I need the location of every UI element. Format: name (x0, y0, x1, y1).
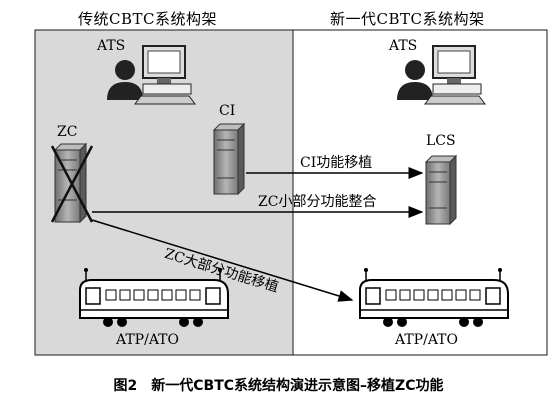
zc-label: ZC (57, 124, 78, 140)
ats-left-label: ATS (97, 38, 126, 54)
zc-large-arrow (91, 219, 354, 302)
ci-migration-label: CI功能移植 (300, 155, 373, 171)
train-left-label: ATP/ATO (116, 332, 179, 348)
ats-workstation-left-icon (107, 45, 196, 105)
zc-removed-cross-icon (50, 145, 94, 223)
ci-label: CI (219, 103, 236, 119)
zc-small-label: ZC小部分功能整合 (258, 194, 377, 210)
lcs-label: LCS (426, 133, 456, 149)
ats-workstation-right-icon (397, 45, 486, 105)
ats-right-label: ATS (389, 38, 418, 54)
ci-server-icon (212, 122, 246, 196)
figure-caption: 图2 新一代CBTC系统结构演进示意图–移植ZC功能 (113, 378, 444, 394)
train-right-label: ATP/ATO (395, 332, 458, 348)
train-left-icon (79, 268, 229, 327)
train-right-icon (359, 268, 509, 327)
lcs-server-icon (424, 154, 458, 226)
right-panel-title: 新一代CBTC系统构架 (330, 10, 485, 28)
left-panel-title: 传统CBTC系统构架 (78, 10, 217, 28)
